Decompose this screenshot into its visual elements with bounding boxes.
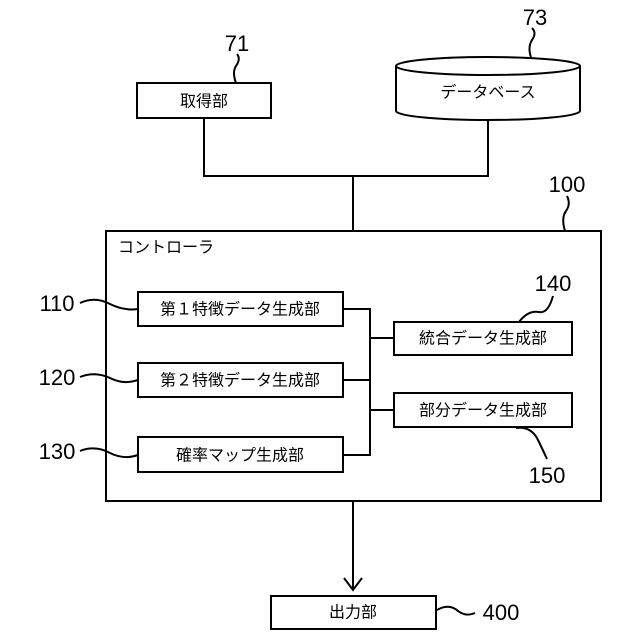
ref-73: 73	[523, 5, 547, 30]
ref-150: 150	[529, 463, 566, 488]
partial-data-generator-block: 部分データ生成部	[394, 393, 572, 427]
output-unit-block: 出力部	[271, 596, 436, 629]
database-label: データベース	[440, 83, 535, 102]
second-feature-data-generator-block: 第２特徴データ生成部	[138, 363, 343, 397]
database-block: データベース	[396, 57, 580, 120]
leader-110	[80, 300, 138, 310]
leader-150	[516, 428, 547, 459]
controller-label: コントローラ	[118, 238, 214, 257]
feature-merge-line	[343, 309, 370, 455]
ref-100: 100	[549, 172, 586, 197]
ref-110: 110	[39, 291, 74, 316]
ref-400: 400	[483, 600, 520, 625]
ref-120: 120	[39, 365, 76, 390]
first-feature-data-generator-label: 第１特徴データ生成部	[160, 300, 320, 319]
output-unit-label: 出力部	[329, 603, 377, 622]
leader-100	[563, 196, 569, 231]
ref-140: 140	[535, 271, 572, 296]
integrated-data-generator-block: 統合データ生成部	[394, 322, 572, 355]
acquisition-unit-block: 取得部	[137, 83, 271, 118]
leader-130	[80, 448, 138, 457]
leader-140	[519, 296, 553, 322]
input-bus-line	[204, 118, 488, 176]
leader-400	[437, 607, 475, 615]
leader-120	[80, 374, 138, 382]
second-feature-data-generator-label: 第２特徴データ生成部	[160, 371, 320, 390]
ref-71: 71	[225, 31, 249, 56]
integrated-data-generator-label: 統合データ生成部	[419, 329, 547, 348]
probability-map-generator-block: 確率マップ生成部	[138, 437, 343, 472]
leader-71	[234, 54, 239, 83]
partial-data-generator-label: 部分データ生成部	[419, 401, 547, 420]
leader-73	[530, 28, 535, 60]
ref-130: 130	[39, 439, 76, 464]
acquisition-unit-label: 取得部	[180, 92, 228, 111]
first-feature-data-generator-block: 第１特徴データ生成部	[138, 292, 343, 326]
probability-map-generator-label: 確率マップ生成部	[176, 446, 304, 465]
